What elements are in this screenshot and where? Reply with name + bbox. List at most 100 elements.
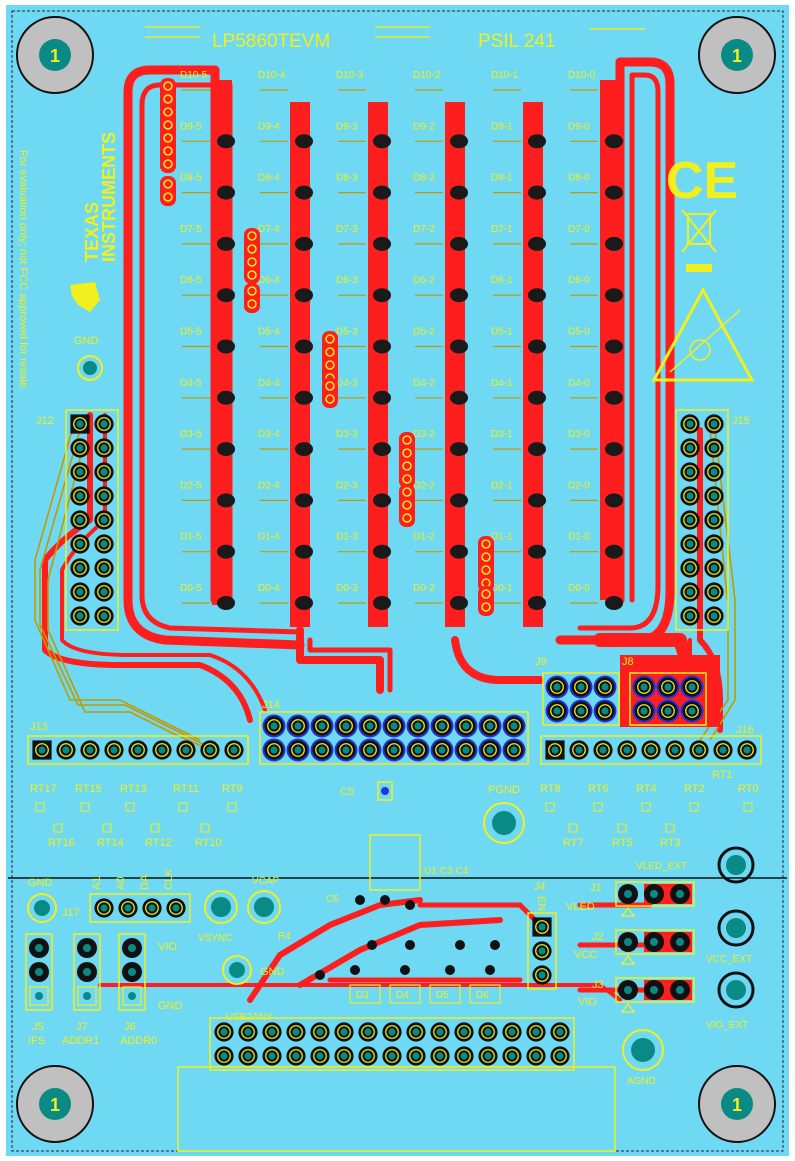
vsync-testpoint[interactable] <box>204 890 238 924</box>
header-pin-ring <box>433 1025 447 1039</box>
led-pad <box>528 185 546 200</box>
header-pin-hole <box>640 707 648 715</box>
header-pin-ring <box>707 585 721 599</box>
jumper-headers[interactable] <box>25 933 146 1011</box>
pgnd-testpoint[interactable] <box>483 802 525 844</box>
header-pin-ring <box>637 704 651 718</box>
header-pin-ring <box>644 743 658 757</box>
j17-pin-label: A0 <box>115 877 127 890</box>
header-pin-ring <box>145 901 159 915</box>
led-label: D10-0 <box>568 70 596 81</box>
led-label: D2-5 <box>180 480 202 491</box>
header-pin-ring <box>553 1025 567 1039</box>
j7-label: J7 <box>76 1021 88 1033</box>
header-pin-ring <box>637 680 651 694</box>
j15-label: J15 <box>732 415 750 427</box>
header-pin-hole <box>364 1028 372 1036</box>
addr0-label: ADDR0 <box>120 1035 157 1047</box>
header-pin-ring <box>707 513 721 527</box>
vio-ext-testpoint[interactable] <box>717 971 755 1009</box>
gnd-testpoint-mid[interactable] <box>222 955 252 985</box>
resistor-pad <box>150 823 160 833</box>
header-pin-hole <box>388 1028 396 1036</box>
header-pin-hole <box>438 722 446 730</box>
j13-header[interactable] <box>27 735 249 765</box>
led-label: D5-0 <box>568 327 590 338</box>
led-pad <box>450 493 468 508</box>
header-pin-hole <box>38 746 46 754</box>
capacitor-pad <box>402 500 412 510</box>
j4-label: J4 <box>534 881 546 893</box>
led-label: D9-3 <box>336 121 358 132</box>
vcc-label: VCC <box>574 949 597 961</box>
gnd-testpoint[interactable] <box>77 355 103 381</box>
j8-header[interactable] <box>629 672 707 726</box>
header-pin-ring <box>97 585 111 599</box>
resistor-pad <box>689 802 699 812</box>
agnd-testpoint[interactable] <box>622 1029 664 1071</box>
header-pin-hole <box>710 564 718 572</box>
header-pin-hole <box>601 683 609 691</box>
j4-header[interactable] <box>527 912 557 990</box>
vled-ext-testpoint[interactable] <box>717 846 755 884</box>
vcap-testpoint[interactable] <box>247 890 281 924</box>
capacitor-pad <box>481 589 491 599</box>
jumper-pin-square[interactable] <box>29 986 49 1006</box>
j15-header[interactable] <box>675 409 729 631</box>
header-pin-hole <box>510 722 518 730</box>
header-outline <box>629 672 707 726</box>
led-label: D2-4 <box>258 480 280 491</box>
led-pad <box>450 390 468 405</box>
led-label: D10-5 <box>180 70 208 81</box>
j12-header[interactable] <box>65 409 119 631</box>
jumper-outline <box>73 933 101 1011</box>
led-column-bus <box>600 80 620 600</box>
led-pad <box>373 185 391 200</box>
vcc-ext-testpoint[interactable] <box>717 909 755 947</box>
header-pin-hole <box>294 722 302 730</box>
j3-label: J3 <box>592 979 604 991</box>
header-pin-ring <box>548 743 562 757</box>
led-pad <box>605 493 623 508</box>
header-pin-hole <box>100 564 108 572</box>
header-pin-ring <box>707 441 721 455</box>
resistor-pad <box>53 823 63 833</box>
header-pin-hole <box>342 746 350 754</box>
header-pin-ring <box>97 513 111 527</box>
j17-label: J17 <box>62 907 80 919</box>
header-pin-hole <box>551 746 559 754</box>
header-pin-ring <box>707 465 721 479</box>
gnd-testpoint-lower[interactable] <box>27 893 57 923</box>
led-pad <box>373 134 391 149</box>
led-label: D8-1 <box>491 173 513 184</box>
header-pin-ring <box>620 743 634 757</box>
led-pad <box>605 544 623 559</box>
header-pin-ring <box>97 465 111 479</box>
vcap-label: VCAP <box>252 876 280 887</box>
header-pin-hole <box>647 746 655 754</box>
j16-header[interactable] <box>540 735 762 765</box>
header-pin-hole <box>719 746 727 754</box>
led-pad <box>605 339 623 354</box>
header-pin-hole <box>510 746 518 754</box>
header-pin-ring <box>683 465 697 479</box>
header-pin-ring <box>315 743 329 757</box>
led-label: D3-1 <box>491 429 513 440</box>
jumper-pin-square[interactable] <box>122 986 142 1006</box>
usb2any-outline <box>177 1066 616 1152</box>
led-label: D0-0 <box>568 583 590 594</box>
header-pin-hole <box>76 564 84 572</box>
header-outline <box>209 1017 575 1071</box>
header-pin-ring <box>553 1049 567 1063</box>
jumper-pin-square[interactable] <box>77 986 97 1006</box>
header-pin-hole <box>710 420 718 428</box>
led-label: D0-1 <box>491 583 513 594</box>
j17-pin-label: DA <box>139 874 151 890</box>
j14-header[interactable] <box>259 711 529 765</box>
power-jumpers[interactable] <box>615 881 695 1013</box>
j17-header[interactable] <box>89 893 191 923</box>
j9-header[interactable] <box>542 672 620 726</box>
header-pin-ring <box>169 901 183 915</box>
usb2any-header[interactable] <box>209 1017 575 1071</box>
